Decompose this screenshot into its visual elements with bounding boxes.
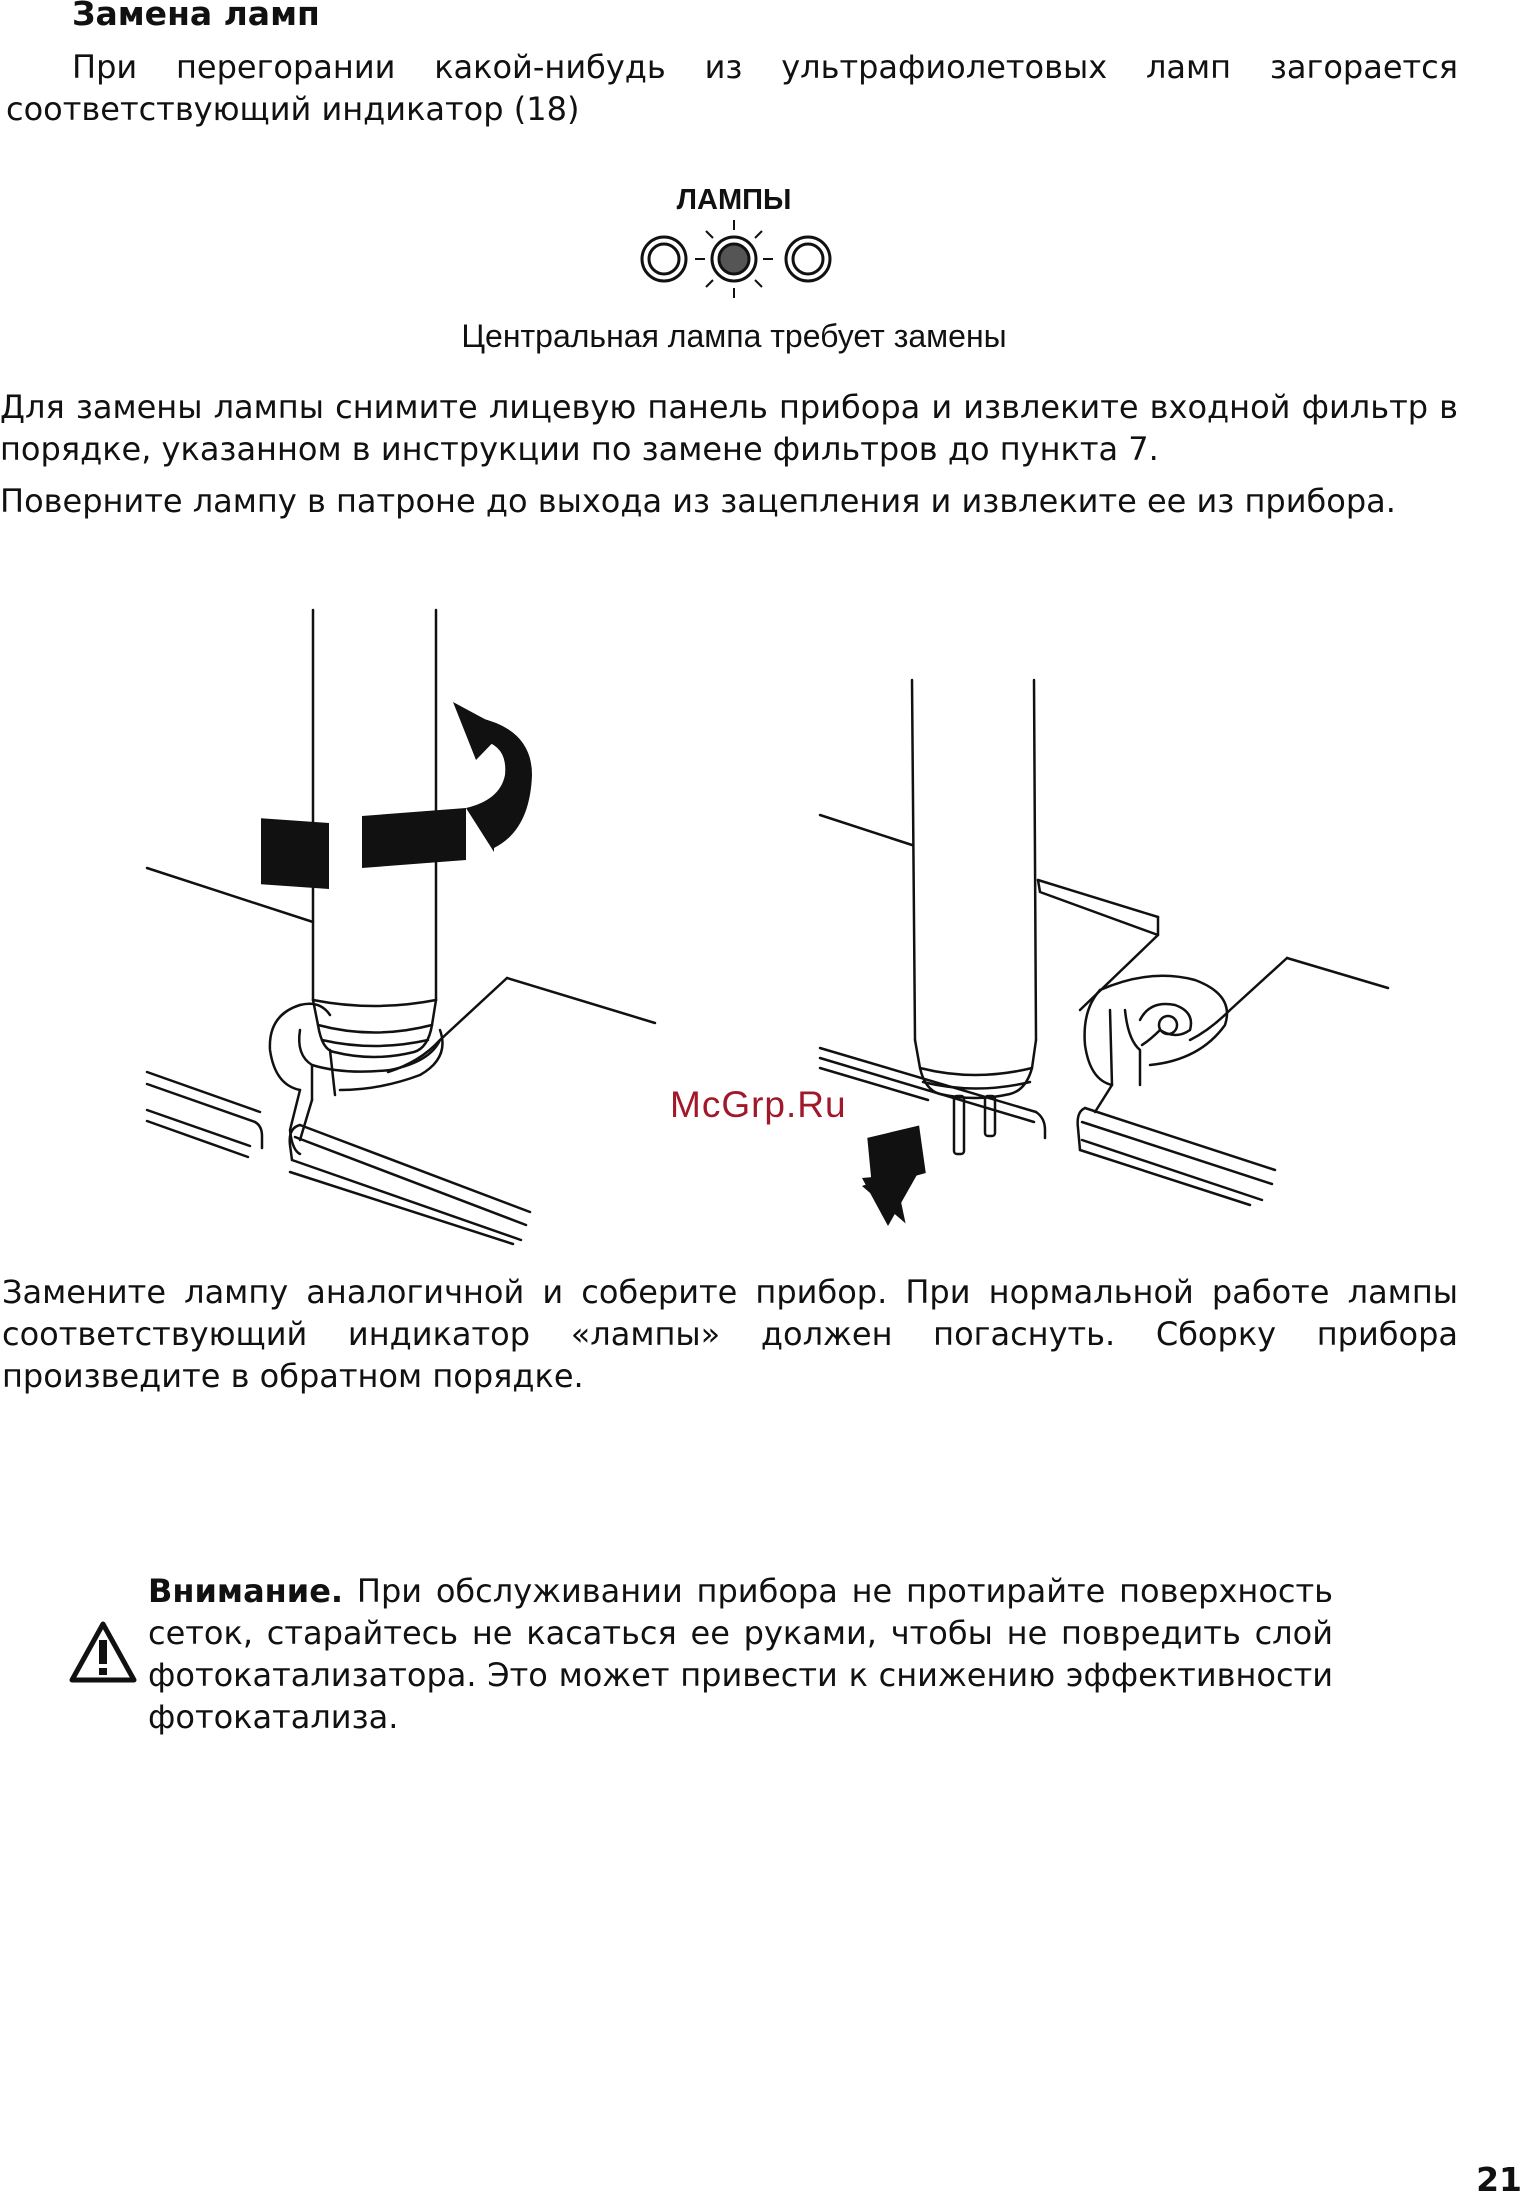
instruction-step-2: Поверните лампу в патроне до выхода из з… [0, 482, 1396, 520]
page-number: 21 [1476, 2160, 1522, 2199]
lamp-remove-figure [818, 678, 1390, 1207]
intro-paragraph: При перегорании какой-нибудь из ультрафи… [6, 48, 1458, 128]
warning-text: Внимание. При обслуживании прибора не пр… [148, 1570, 1333, 1738]
warning-title: Внимание. [148, 1572, 344, 1610]
lamps-indicator-caption: Центральная лампа требует замены [461, 318, 1007, 354]
instruction-step-3: Замените лампу аналогичной и соберите пр… [2, 1273, 1458, 1395]
lamps-indicator-label: ЛАМПЫ [676, 184, 792, 216]
watermark: McGrp.Ru [670, 1084, 847, 1125]
lamp-rotate-figure [145, 608, 657, 1246]
warning-triangle-icon [69, 1621, 137, 1683]
rotate-arrow-icon [261, 702, 532, 890]
section-heading: Замена ламп [72, 0, 320, 33]
pull-out-arrow-icon [861, 1125, 926, 1226]
instruction-step-1: Для замены лампы снимите лицевую панель … [0, 388, 1458, 468]
warning-body: При обслуживании прибора не протирайте п… [148, 1572, 1334, 1736]
